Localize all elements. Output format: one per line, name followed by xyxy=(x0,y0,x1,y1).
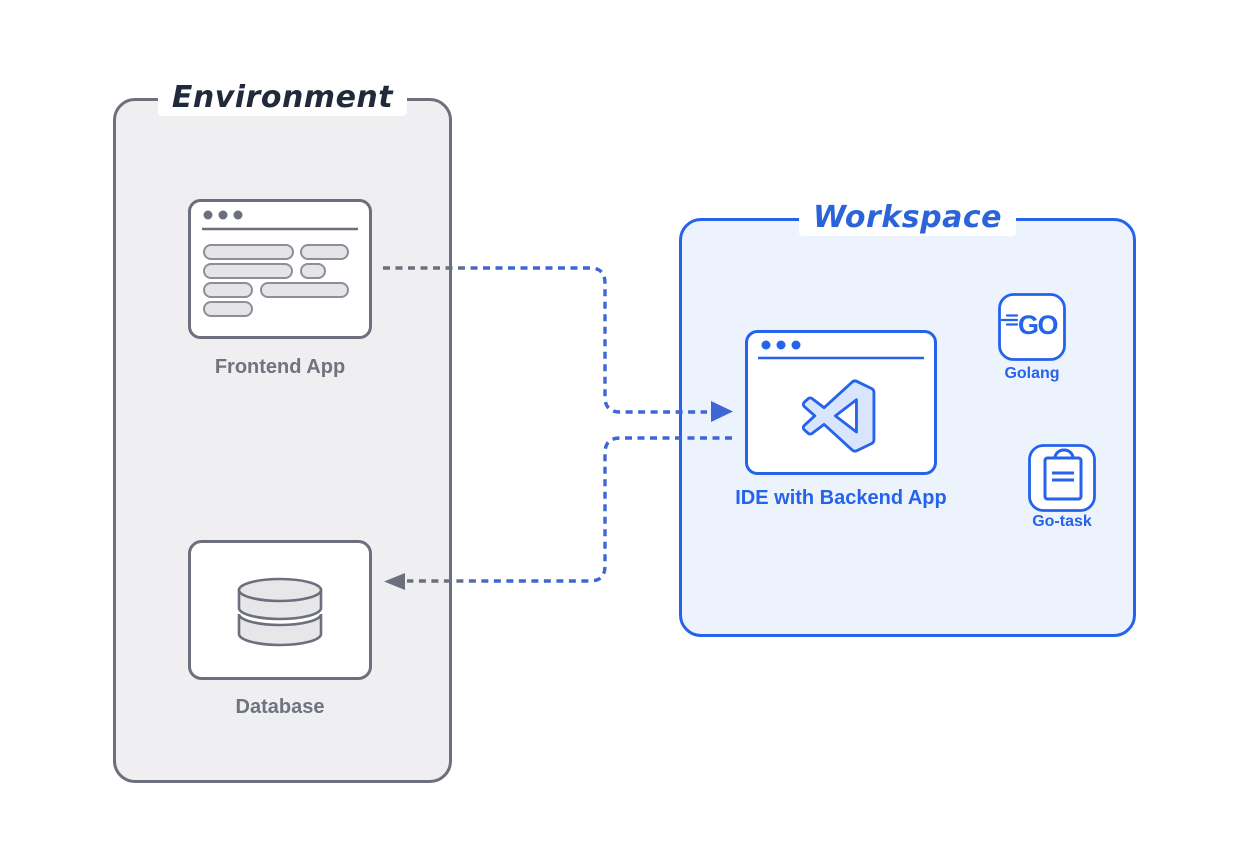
gotask-node xyxy=(1028,444,1096,512)
clipboard-icon xyxy=(1043,448,1083,501)
frontend-app-node xyxy=(188,199,372,339)
workspace-title-text: Workspace xyxy=(798,199,1016,236)
window-dots-icon xyxy=(761,340,801,350)
environment-title: Environment xyxy=(113,79,452,116)
go-logo-text: GO xyxy=(1018,310,1058,340)
vscode-logo-icon xyxy=(801,379,876,453)
workspace-title: Workspace xyxy=(679,199,1136,236)
golang-label: Golang xyxy=(1004,365,1060,382)
frontend-app-label: Frontend App xyxy=(214,356,346,378)
environment-title-text: Environment xyxy=(157,79,408,116)
golang-node: GO xyxy=(998,293,1066,361)
ide-label: IDE with Backend App xyxy=(735,487,947,509)
golang-node-frame xyxy=(998,293,1066,361)
gotask-label: Go-task xyxy=(1032,513,1092,530)
database-label: Database xyxy=(235,696,325,718)
go-logo-icon: GO xyxy=(1000,310,1059,340)
window-dots-icon xyxy=(203,210,243,220)
database-node xyxy=(188,540,372,680)
ide-node xyxy=(745,330,937,475)
database-cylinder-icon xyxy=(237,577,323,647)
content-placeholder-pills xyxy=(203,244,349,317)
